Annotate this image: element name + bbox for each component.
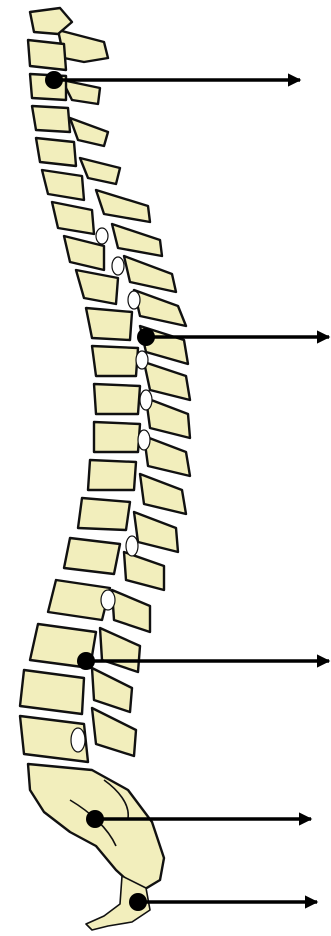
- pointer-sacrum-dot: [86, 810, 104, 828]
- spine-illustration: [20, 8, 190, 930]
- pointer-cervical-dot: [45, 71, 63, 89]
- pointer-coccyx: [129, 893, 317, 911]
- pointer-lumbar-dot: [77, 652, 95, 670]
- pointer-thoracic-dot: [137, 328, 155, 346]
- pointer-coccyx-dot: [129, 893, 147, 911]
